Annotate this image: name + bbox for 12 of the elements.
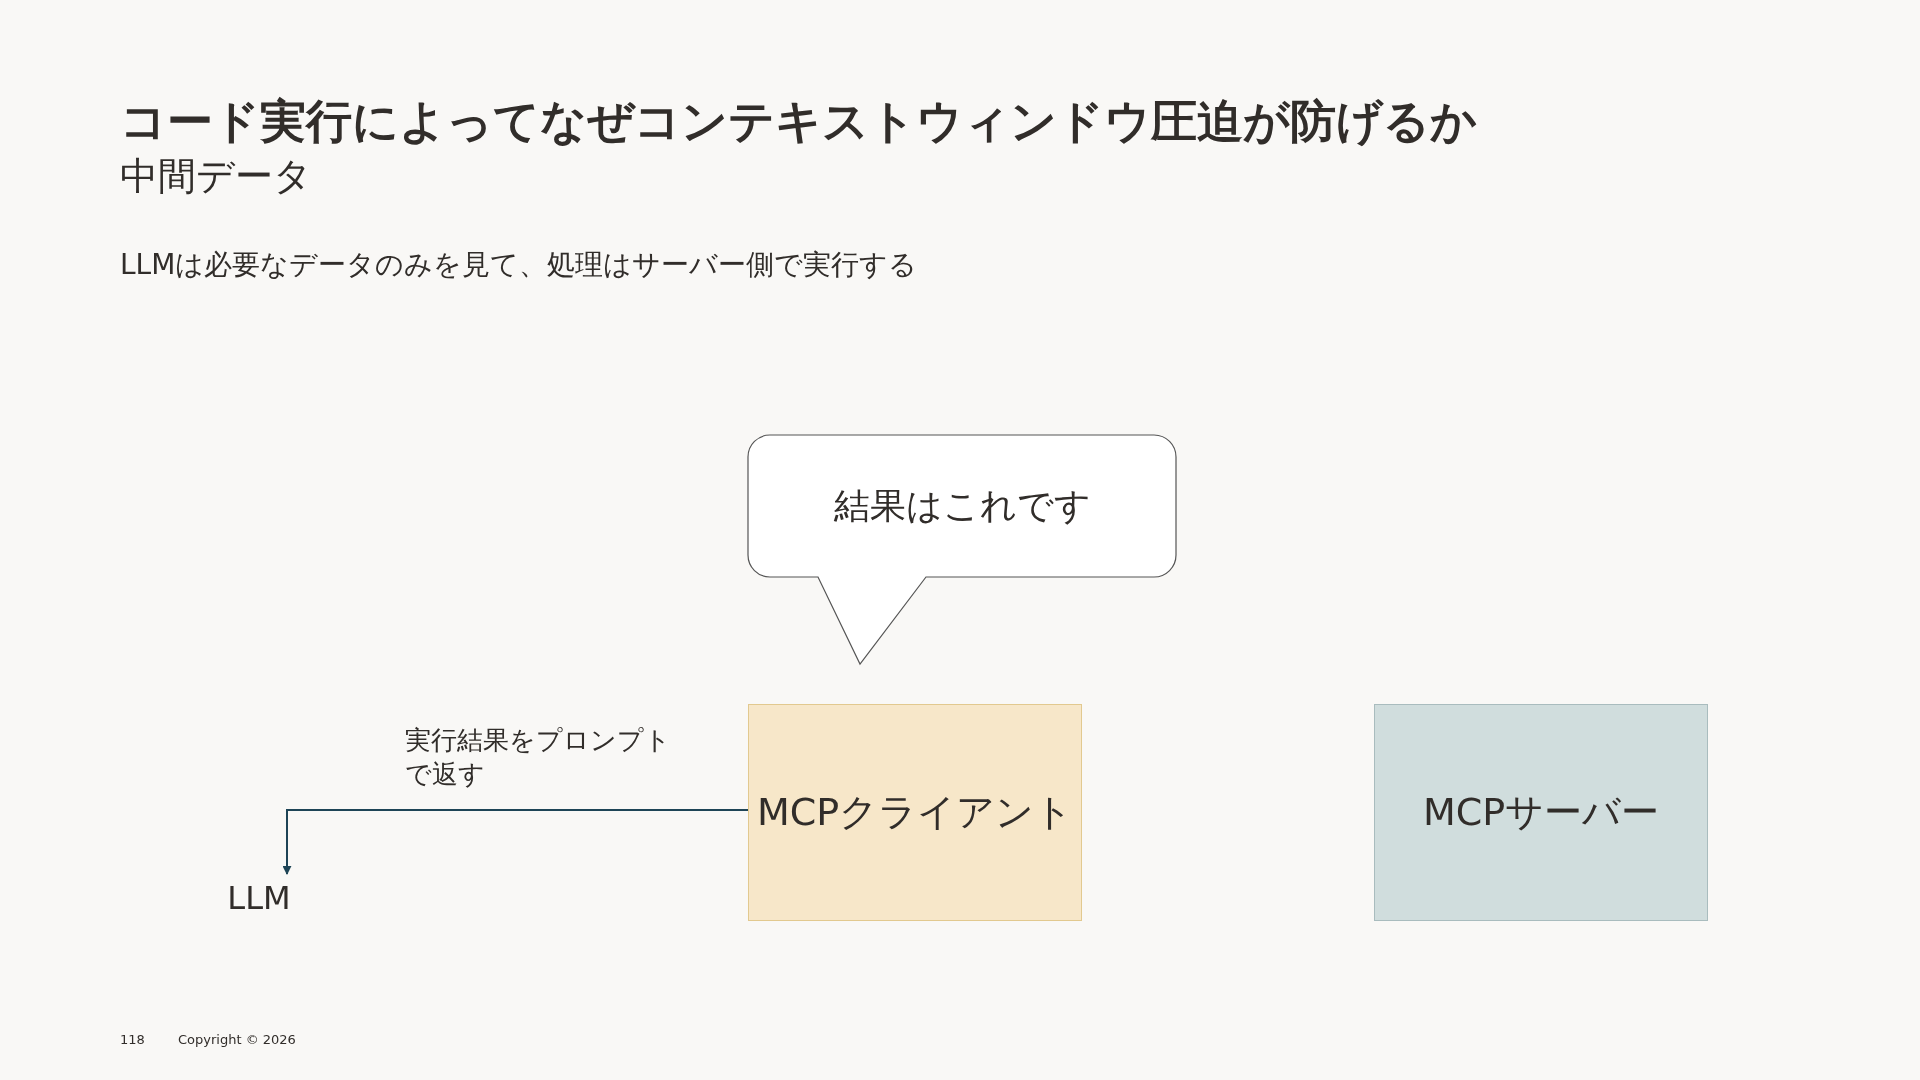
process-box: MCPサーバー bbox=[1374, 704, 1708, 921]
process-box: MCPクライアント bbox=[748, 704, 1082, 921]
body-text: LLMは必要なデータのみを見て、処理はサーバー側で実行する bbox=[120, 248, 918, 282]
speech-bubble bbox=[747, 434, 1177, 665]
node-label: LLM bbox=[226, 876, 292, 920]
slide-title: コード実行によってなぜコンテキストウィンドウ圧迫が防げるか bbox=[120, 96, 1477, 147]
page-number: 118 bbox=[120, 1032, 145, 1048]
edge-label: 実行結果をプロンプトで返す bbox=[405, 724, 672, 791]
arrow bbox=[282, 809, 749, 875]
copyright-text: Copyright © 2026 bbox=[178, 1032, 296, 1048]
bubble-text: 結果はこれです bbox=[833, 483, 1091, 528]
subtitle: 中間データ bbox=[120, 154, 312, 200]
